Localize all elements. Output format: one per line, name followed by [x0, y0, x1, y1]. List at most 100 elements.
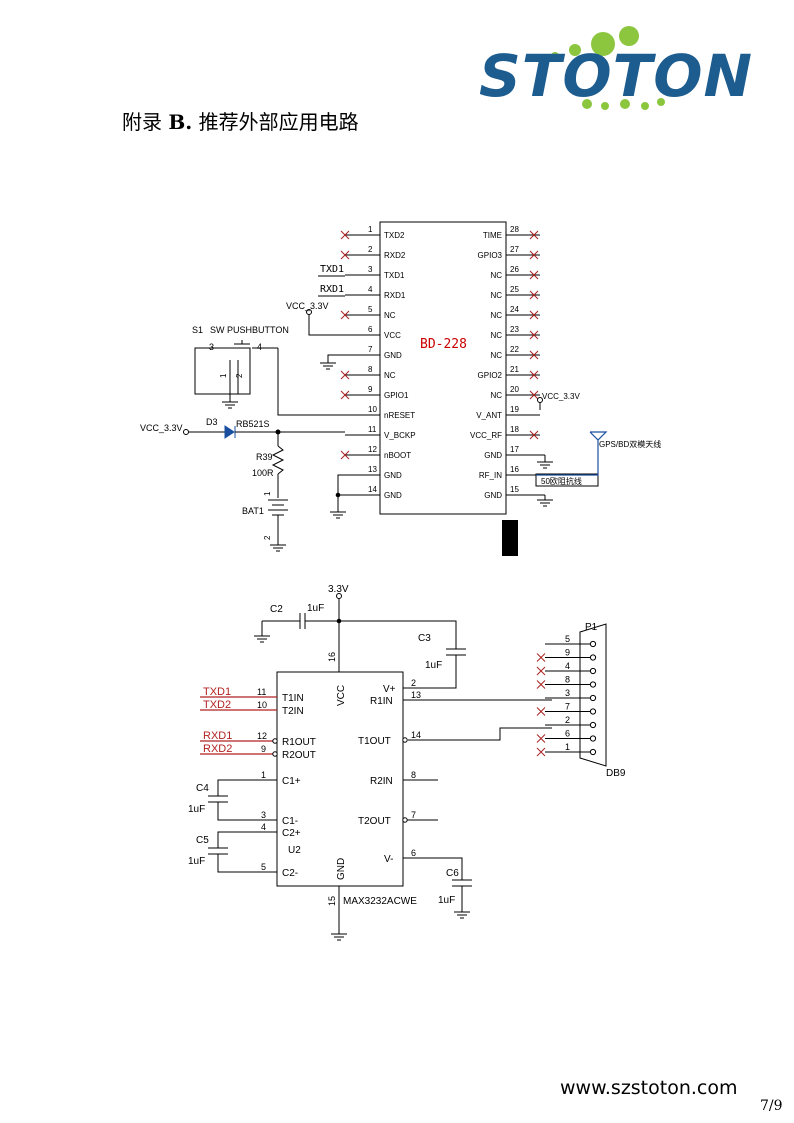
- pin-t2in-num: 10: [257, 700, 267, 710]
- bd228-pin-name: NC: [384, 371, 396, 380]
- pin-t2out-num: 7: [411, 810, 416, 820]
- c6-value: 1uF: [438, 895, 455, 906]
- pin-c1p-num: 1: [261, 770, 266, 780]
- bd228-pin-num: 15: [510, 485, 519, 494]
- bd228-pin-name: NC: [490, 311, 502, 320]
- chip-name-max3232: MAX3232ACWE: [343, 896, 417, 907]
- bd228-pin-num: 24: [510, 305, 519, 314]
- battery-pin-2: 2: [263, 535, 272, 540]
- bd228-pin-num: 20: [510, 385, 519, 394]
- bd228-pin-num: 17: [510, 445, 519, 454]
- no-connect-mark: [340, 250, 350, 260]
- bd228-pin-name: NC: [490, 331, 502, 340]
- no-connect-mark: [529, 430, 539, 440]
- pin-c2m-num: 5: [261, 862, 266, 872]
- heading-title: 推荐外部应用电路: [198, 110, 359, 134]
- vcc-label-pin6: VCC_3.3V: [286, 301, 329, 311]
- no-connect-mark: [536, 666, 546, 676]
- bd228-pin-num: 7: [368, 345, 373, 354]
- pin-t1in: T1IN: [282, 693, 304, 704]
- bd228-pin-num: 26: [510, 265, 519, 274]
- heading-label: B.: [168, 110, 193, 134]
- bd228-pin-name: GPIO3: [478, 251, 503, 260]
- bd228-pin-num: 13: [368, 465, 377, 474]
- pin-t1out: T1OUT: [358, 736, 391, 747]
- bd228-pin-name: GND: [384, 351, 402, 360]
- pin-vplus: V+: [383, 684, 396, 695]
- no-connect-mark: [529, 230, 539, 240]
- resistor-ref: R39: [256, 452, 273, 462]
- bd228-pin-name: GND: [484, 491, 502, 500]
- pin-r2out-num: 9: [261, 744, 266, 754]
- pin-r1out-num: 12: [257, 731, 267, 741]
- db9-pin-num: 6: [565, 729, 570, 739]
- bd228-pin-num: 11: [368, 425, 377, 434]
- db9-pin-num: 1: [565, 742, 570, 752]
- bd228-pin-name: nRESET: [384, 411, 415, 420]
- no-connect-mark: [529, 370, 539, 380]
- c3-value: 1uF: [425, 660, 442, 671]
- net-label-rxd2: RXD2: [203, 743, 232, 755]
- bd228-pin-num: 14: [368, 485, 377, 494]
- bd228-pin-name: VCC: [384, 331, 401, 340]
- bd228-pin-name: VCC_RF: [470, 431, 502, 440]
- bd228-pin-num: 8: [368, 365, 373, 374]
- bd228-pin-num: 23: [510, 325, 519, 334]
- no-connect-mark: [340, 230, 350, 240]
- no-connect-mark: [529, 290, 539, 300]
- bd228-pin-name: V_BCKP: [384, 431, 416, 440]
- db9-pin-num: 3: [565, 688, 570, 698]
- bd228-schematic: 1TXD22RXD23TXD14RXD15NC6VCC7GND8NC9GPIO1…: [140, 221, 661, 556]
- chip-ref-u2: U2: [288, 845, 301, 856]
- db9-pin-socket: [589, 708, 597, 715]
- db9-pin-num: 2: [565, 715, 570, 725]
- appendix-heading: 附录 B. 推荐外部应用电路: [122, 106, 359, 135]
- bd228-pin-num: 6: [368, 325, 373, 334]
- no-connect-mark: [536, 653, 546, 662]
- no-connect-mark: [529, 330, 539, 340]
- db9-pin-num: 8: [565, 675, 570, 685]
- bd228-pin-num: 22: [510, 345, 519, 354]
- switch-pin-4: 4: [257, 342, 262, 352]
- db9-pin-num: 4: [565, 661, 570, 671]
- pin-c2m: C2-: [282, 868, 298, 879]
- bd228-pin-name: GPIO2: [478, 371, 503, 380]
- connector-name: DB9: [606, 768, 626, 779]
- no-connect-mark: [536, 747, 546, 757]
- net-label-txd2: TXD2: [203, 699, 231, 711]
- bd228-pin-name: NC: [490, 291, 502, 300]
- db9-pin-num: 7: [565, 702, 570, 712]
- no-connect-mark: [536, 680, 546, 689]
- bd228-pin-num: 28: [510, 225, 519, 234]
- switch-pin-3: 3: [209, 342, 214, 352]
- c5-value: 1uF: [188, 856, 205, 867]
- c6-ref: C6: [446, 868, 459, 879]
- footer-url: www.szstoton.com: [560, 1077, 738, 1099]
- bd228-pin-name: NC: [490, 271, 502, 280]
- bd228-pin-name: nBOOT: [384, 451, 411, 460]
- bd228-chip-body: [379, 221, 507, 515]
- pin-c1m: C1-: [282, 816, 298, 827]
- bd228-pin-name: GND: [384, 491, 402, 500]
- bd228-pin-num: 5: [368, 305, 373, 314]
- pin-r1in-num: 13: [411, 690, 421, 700]
- net-label-txd1: TXD1: [203, 686, 231, 698]
- bd228-chip-name: BD-228: [420, 337, 467, 352]
- db9-pin-num: 9: [565, 648, 570, 658]
- black-marker: [502, 520, 518, 556]
- bd228-pin-name: RXD2: [384, 251, 406, 260]
- bd228-pin-name: NC: [490, 391, 502, 400]
- switch-name: SW PUSHBUTTON: [210, 325, 289, 335]
- bd228-pin-name: GND: [384, 471, 402, 480]
- net-label-rxd1: RXD1: [203, 730, 232, 742]
- db9-pin-socket: [589, 667, 597, 675]
- pin-r2out: R2OUT: [282, 750, 316, 761]
- c2-value: 1uF: [307, 603, 324, 614]
- max3232-chip-body: [276, 671, 404, 887]
- bd228-pin-name: GND: [484, 451, 502, 460]
- battery-ref: BAT1: [242, 506, 264, 516]
- db9-pin-num: 5: [565, 634, 570, 644]
- db9-pin-socket: [589, 681, 597, 688]
- c2-ref: C2: [270, 604, 283, 615]
